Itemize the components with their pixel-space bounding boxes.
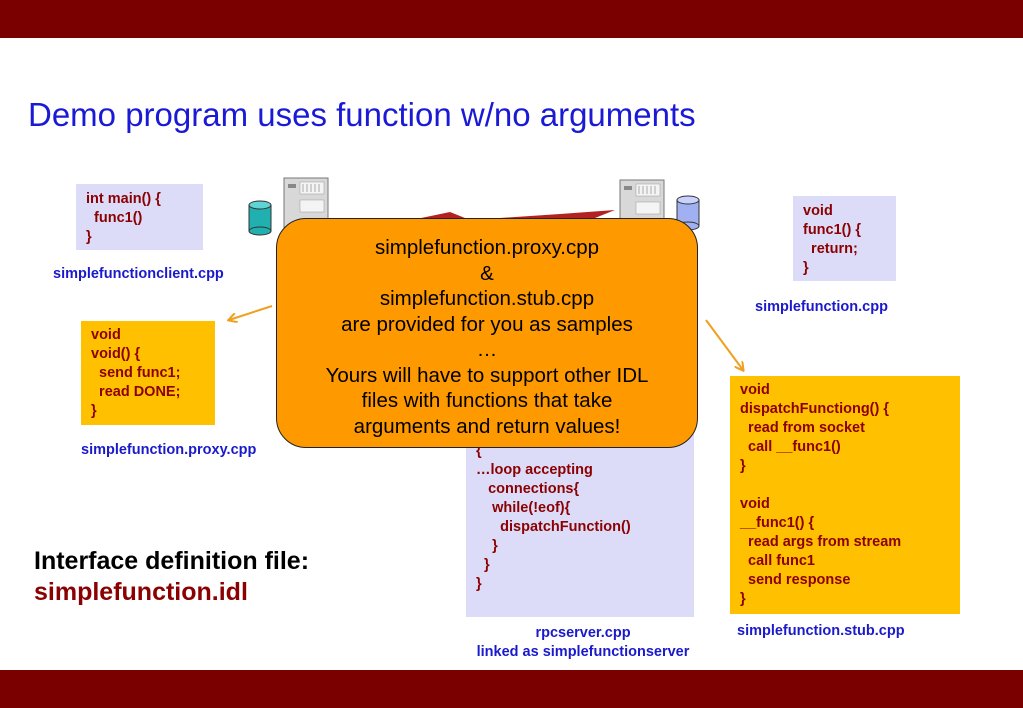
code-line: int main() {: [86, 191, 161, 207]
code-line: func1() {: [803, 222, 861, 238]
code-line: …loop accepting: [476, 462, 593, 478]
code-line: void: [803, 203, 833, 219]
code-line: while(!eof){: [476, 500, 571, 516]
code-line: void() {: [91, 346, 141, 362]
client-database-icon: [248, 200, 272, 236]
client-code-box: int main() { func1()}: [76, 184, 203, 250]
rpcserver-caption-line2: linked as simplefunctionserver: [476, 644, 690, 660]
rpcserver-caption-line1: rpcserver.cpp: [535, 625, 631, 641]
code-line: read DONE;: [91, 384, 181, 400]
proxy-code-box: void void() { send func1; read DONE;}: [81, 321, 215, 425]
server-code-caption: simplefunction.cpp: [755, 299, 888, 315]
callout-line: arguments and return values!: [353, 414, 621, 438]
callout-line: files with functions that take: [361, 389, 613, 412]
idl-label-heading: Interface definition file:: [34, 547, 310, 575]
samples-callout: simplefunction.proxy.cpp&simplefunction.…: [276, 218, 698, 448]
code-line: read args from stream: [740, 534, 902, 550]
proxy-code-caption: simplefunction.proxy.cpp: [81, 442, 257, 458]
code-line: void: [740, 382, 770, 398]
code-line: }: [476, 557, 490, 573]
code-line: void: [91, 327, 121, 343]
idl-label: Interface definition file: simplefunctio…: [34, 546, 309, 608]
code-line: }: [740, 458, 746, 474]
code-line: }: [740, 591, 746, 607]
code-line: {: [476, 443, 482, 459]
code-line: dispatchFunction(): [476, 519, 631, 535]
code-line: send func1;: [91, 365, 181, 381]
code-line: }: [476, 576, 482, 592]
stub-code-caption: simplefunction.stub.cpp: [737, 623, 905, 639]
slide-title: Demo program uses function w/no argument…: [28, 96, 696, 133]
code-line: read from socket: [740, 420, 865, 436]
code-line: __func1() {: [740, 515, 815, 531]
code-line: }: [86, 229, 92, 245]
code-line: return;: [803, 241, 858, 257]
idl-file-name: simplefunction.idl: [34, 578, 248, 606]
code-line: call __func1(): [740, 439, 841, 455]
code-line: connections{: [476, 481, 580, 497]
code-line: send response: [740, 572, 851, 588]
code-line: }: [476, 538, 498, 554]
code-line: }: [803, 260, 809, 276]
rpcserver-caption: rpcserver.cpp linked as simplefunctionse…: [440, 624, 726, 662]
client-code-caption: simplefunctionclient.cpp: [53, 266, 224, 282]
top-bar: [0, 0, 1023, 38]
code-line: }: [91, 403, 97, 419]
callout-line: …: [476, 338, 498, 361]
callout-line: simplefunction.proxy.cpp: [374, 236, 600, 259]
bottom-bar: [0, 670, 1023, 708]
callout-line: &: [480, 261, 494, 285]
code-line: void: [740, 496, 770, 512]
callout-line: are provided for you as samples: [341, 312, 633, 336]
arrow-to-proxy-icon: [229, 305, 273, 320]
code-line: func1(): [86, 210, 143, 226]
stub-code-box: void dispatchFunctiong() { read from sock…: [730, 376, 960, 614]
callout-line: simplefunction.stub.cpp: [379, 287, 595, 310]
code-line: call func1: [740, 553, 815, 569]
code-line: dispatchFunctiong() {: [740, 401, 890, 417]
arrow-to-stub-icon: [705, 319, 743, 370]
callout-line: Yours will have to support other IDL: [325, 363, 649, 387]
server-code-box: void func1() { return;}: [793, 196, 896, 281]
